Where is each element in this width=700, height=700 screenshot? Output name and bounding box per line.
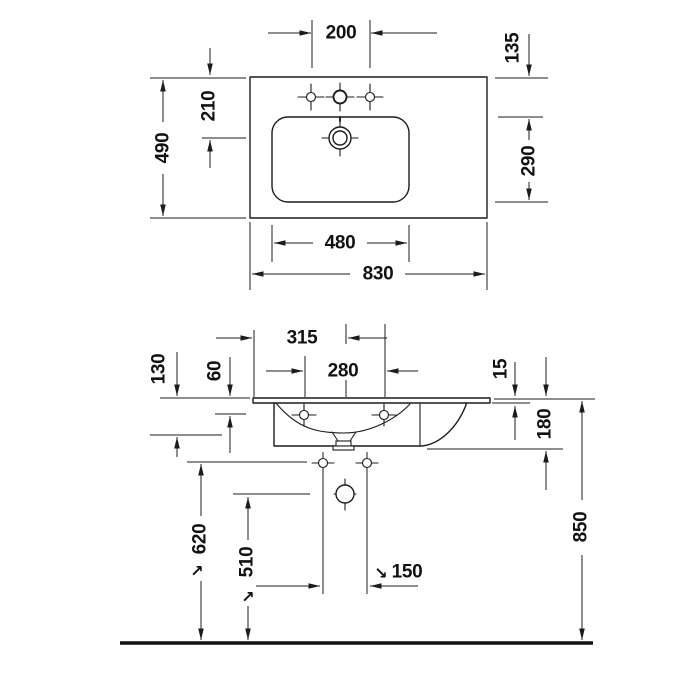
fixing-hole-right — [378, 409, 390, 421]
rim-slab — [252, 397, 491, 404]
bracket-hole-right — [361, 457, 373, 469]
dim-label-510: 510 — [237, 547, 258, 578]
dim-label-315: 315 — [287, 328, 319, 349]
dim-bowl-depth: 290 — [495, 77, 548, 203]
dim-label-150: 150 — [392, 562, 423, 583]
oblique-ref-arrow-ne: ↗ — [241, 588, 254, 607]
bracket-hole-left — [317, 457, 329, 469]
waste-outlet — [333, 478, 357, 511]
drain-funnel — [331, 431, 357, 442]
dim-label-850: 850 — [571, 512, 592, 543]
dim-outlet-height: 510 ↗ — [233, 493, 310, 640]
dim-bowl-width: 480 — [271, 225, 410, 262]
dim-label-200: 200 — [326, 23, 357, 44]
drain — [321, 119, 359, 157]
deck-fixing-holes — [291, 403, 397, 427]
dim-left-edge-to-center: 315 — [216, 328, 387, 397]
oblique-ref-arrow-ne: ↗ — [190, 562, 203, 581]
fixing-hole-left — [298, 409, 310, 421]
dim-bracket-hole-height: 620 ↗ — [187, 461, 307, 640]
drain-flange — [332, 445, 355, 451]
dim-label-60: 60 — [205, 361, 226, 382]
dim-label-210: 210 — [199, 91, 220, 122]
bracket-holes — [311, 452, 379, 594]
dim-fixing-hole-spacing: 280 — [266, 324, 418, 397]
oblique-ref-arrow-se: ↘ — [374, 564, 387, 583]
dim-rim-thickness: 15 — [491, 358, 530, 440]
top-view: 200 135 290 490 210 — [150, 20, 548, 290]
faucet-hole-left — [305, 91, 317, 103]
faucet-holes — [297, 82, 384, 112]
drain-pipe — [335, 440, 352, 447]
dim-label-15: 15 — [491, 358, 512, 379]
drain-inner-circle — [332, 130, 348, 146]
dim-label-130: 130 — [149, 354, 170, 385]
basin-body — [252, 397, 491, 451]
dim-label-490: 490 — [153, 133, 174, 164]
dim-label-620: 620 — [190, 524, 211, 555]
dim-label-180: 180 — [535, 409, 556, 440]
outlet-circle — [335, 484, 355, 504]
dim-label-480: 480 — [325, 233, 356, 254]
faucet-hole-right — [364, 91, 376, 103]
faucet-hole-center — [332, 89, 348, 105]
dim-label-280: 280 — [328, 361, 359, 382]
dim-ceramic-height: 180 — [427, 357, 595, 490]
body-outline — [273, 402, 467, 447]
dim-label-135: 135 — [503, 32, 524, 64]
dim-faucet-hole-spacing: 200 — [268, 20, 437, 68]
dim-label-290: 290 — [519, 146, 540, 177]
basin-outline — [249, 76, 488, 219]
dim-rim-to-bowl-bottom: 130 — [149, 352, 250, 457]
dim-bracket-hole-spacing: ↘ 150 — [256, 562, 423, 589]
dim-total-width: 830 — [249, 222, 488, 290]
dim-edge-to-bowl: 135 — [503, 32, 532, 76]
dim-edge-to-drain: 210 — [199, 48, 246, 168]
dim-total-depth: 490 — [150, 77, 246, 219]
dim-label-830: 830 — [363, 264, 394, 285]
dim-rim-height: 850 — [571, 401, 592, 640]
bowl-interior-curve — [275, 402, 411, 434]
front-view: 315 280 130 60 15 — [120, 324, 595, 645]
dim-rim-to-fixing-holes: 60 — [205, 357, 246, 453]
basin-rim-outline — [249, 76, 488, 219]
